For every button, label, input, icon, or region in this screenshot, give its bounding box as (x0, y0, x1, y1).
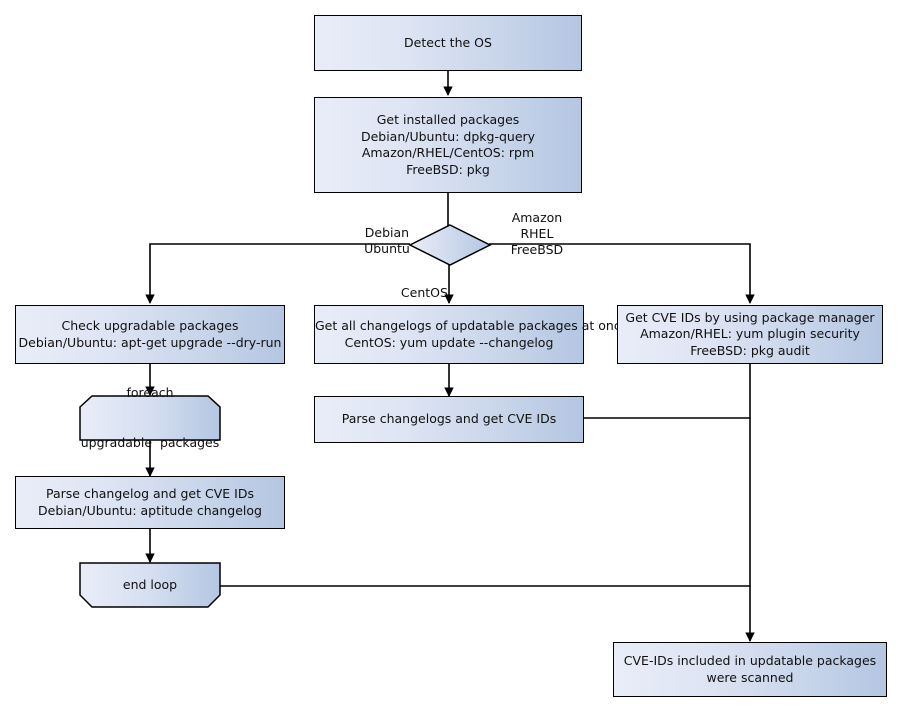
node-get-all-changelogs[interactable]: Get all changelogs of updatable packages… (314, 305, 629, 364)
edge-label-debian-ubuntu-line-1: Debian (364, 225, 410, 240)
node-check-upgradable-packages-line-1: Check upgradable packages (61, 318, 239, 333)
node-get-all-changelogs-line-1: Get all changelogs of updatable packages… (315, 318, 629, 333)
node-get-cve-ids-package-manager-line-3: FreeBSD: pkg audit (690, 342, 810, 358)
node-end-loop[interactable]: end loop (79, 562, 221, 608)
loop-start-shape (79, 395, 221, 441)
node-result-scanned[interactable]: CVE-IDs included in updatable packages w… (613, 642, 887, 697)
node-parse-changelog-left-line-2: Debian/Ubuntu: aptitude changelog (38, 502, 262, 518)
node-end-loop-line-1: end loop (122, 576, 178, 592)
edge-label-debian-ubuntu: Debian Ubuntu (348, 209, 410, 273)
node-get-installed-packages-line-3: Amazon/RHEL/CentOS: rpm (361, 145, 535, 160)
node-result-scanned-line-2: were scanned (706, 669, 794, 685)
node-get-installed-packages[interactable]: Get installed packages Debian/Ubuntu: dp… (314, 97, 582, 193)
node-os-decision[interactable] (408, 223, 492, 267)
node-detect-os-line-1: Detect the OS (404, 34, 492, 50)
node-detect-os[interactable]: Detect the OS (314, 15, 582, 71)
node-foreach-loop-start-line-1: foreach (126, 385, 174, 400)
node-check-upgradable-packages-line-2: Debian/Ubuntu: apt-get upgrade --dry-run (18, 334, 282, 350)
edge-label-amazon-rhel-freebsd-line-1: Amazon (511, 210, 563, 225)
node-get-installed-packages-line-1: Get installed packages (376, 112, 520, 127)
node-get-cve-ids-package-manager-line-2: Amazon/RHEL: yum plugin security (640, 326, 860, 342)
edge-label-amazon-rhel-freebsd-line-2: RHEL (520, 226, 554, 241)
edge-label-amazon-rhel-freebsd-line-3: FreeBSD (510, 242, 564, 257)
node-get-cve-ids-package-manager[interactable]: Get CVE IDs by using package manager Ama… (617, 305, 883, 364)
node-get-all-changelogs-line-2: CentOS: yum update --changelog (344, 334, 554, 350)
edge-label-amazon-rhel-freebsd: Amazon RHEL FreeBSD (491, 194, 567, 274)
node-parse-changelog-left-line-1: Parse changelog and get CVE IDs (46, 486, 254, 501)
node-parse-changelogs-middle-line-1: Parse changelogs and get CVE IDs (341, 411, 557, 427)
loop-end-shape (79, 562, 221, 608)
edge-label-centos: CentOS (385, 269, 448, 317)
node-parse-changelogs-middle[interactable]: Parse changelogs and get CVE IDs (314, 396, 584, 443)
node-foreach-loop-start[interactable]: foreach upgradable packages (79, 385, 221, 450)
node-end-loop-label: end loop (79, 562, 221, 608)
node-result-scanned-line-1: CVE-IDs included in updatable packages (623, 653, 877, 668)
node-get-installed-packages-line-4: FreeBSD: pkg (406, 161, 490, 177)
node-parse-changelog-left[interactable]: Parse changelog and get CVE IDs Debian/U… (15, 476, 285, 529)
node-check-upgradable-packages[interactable]: Check upgradable packages Debian/Ubuntu:… (15, 305, 285, 364)
node-get-cve-ids-package-manager-line-1: Get CVE IDs by using package manager (625, 309, 875, 325)
node-foreach-loop-start-label: foreach upgradable packages (79, 385, 221, 450)
node-get-installed-packages-line-2: Debian/Ubuntu: dpkg-query (360, 128, 536, 144)
edge-label-centos-line-1: CentOS (400, 285, 448, 300)
edge-label-debian-ubuntu-line-2: Ubuntu (364, 241, 410, 256)
node-foreach-loop-start-line-2: upgradable packages (80, 434, 220, 450)
